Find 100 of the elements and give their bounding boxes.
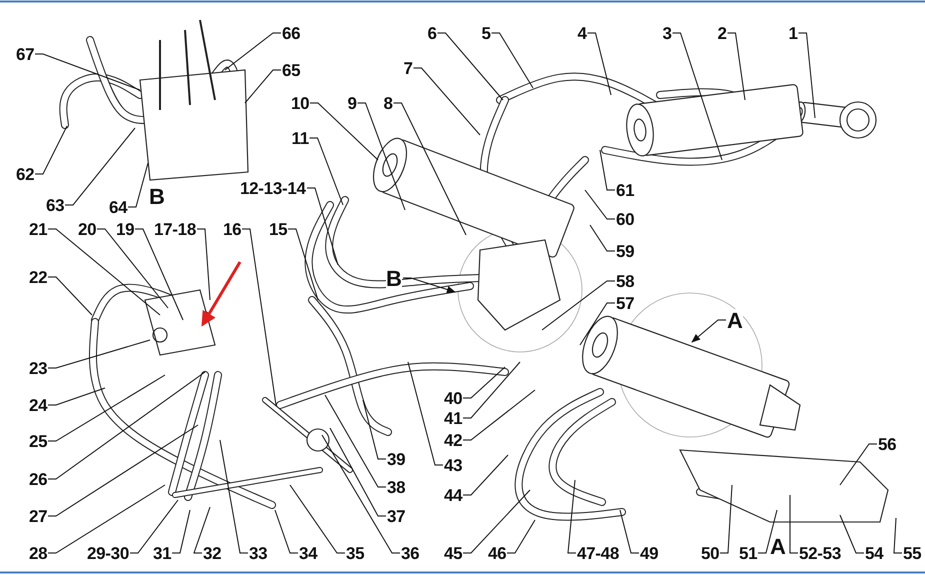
- leader-line: [758, 510, 778, 554]
- callout-number: 8: [384, 94, 393, 112]
- callout-number: 58: [616, 272, 634, 290]
- callout-number: 60: [616, 210, 634, 228]
- leader-line: [506, 520, 536, 554]
- leader-line: [96, 228, 168, 308]
- leader-line: [48, 340, 150, 368]
- leader-line: [798, 32, 816, 118]
- callout-number: 15: [269, 220, 288, 238]
- callout-number: 2: [718, 24, 727, 42]
- callout-number: 64: [109, 198, 128, 216]
- leader-line: [840, 514, 864, 554]
- leader-line: [244, 70, 282, 104]
- callout-number: 28: [29, 544, 48, 562]
- callout-number: 29-30: [87, 544, 129, 562]
- callout-number: 40: [444, 388, 462, 408]
- leader-line: [274, 510, 298, 554]
- leader-line: [462, 390, 536, 440]
- leader-line: [840, 444, 878, 486]
- leader-arrow: [691, 320, 726, 343]
- callout-number: 32: [203, 544, 222, 562]
- callout-number: 12-13-14: [240, 178, 306, 198]
- callout-number: 9: [348, 94, 357, 112]
- callout-number: 1: [788, 24, 798, 42]
- leader-line: [290, 484, 346, 554]
- callout-number: 25: [29, 432, 48, 450]
- callout-number: 16: [223, 220, 242, 238]
- leader-line: [437, 32, 504, 100]
- leader-line: [567, 480, 576, 554]
- leader-line: [130, 500, 178, 554]
- leader-line: [242, 228, 276, 406]
- leader-line: [306, 188, 338, 266]
- callout-number: 66: [282, 24, 300, 42]
- callout-number: 47-48: [577, 544, 619, 562]
- callout-number: 7: [404, 58, 413, 78]
- callout-number: 46: [488, 544, 506, 562]
- leader-line: [672, 32, 722, 160]
- callout-number: 27: [29, 506, 48, 526]
- callout-number: 56: [878, 434, 896, 454]
- leader-line: [462, 366, 506, 398]
- callout-number: 36: [401, 544, 420, 562]
- leader-line: [790, 494, 798, 554]
- callout-number: 21: [29, 220, 48, 238]
- callout-number: 4: [578, 24, 587, 42]
- callout-number: 31: [153, 544, 172, 562]
- leader-line: [587, 32, 612, 96]
- callout-number: 39: [387, 450, 406, 468]
- callout-number: 67: [16, 44, 34, 64]
- callout-number: 55: [903, 544, 922, 562]
- callout-number: 24: [29, 396, 48, 414]
- leader-line: [48, 388, 106, 406]
- callout-number: 63: [46, 196, 64, 214]
- leader-line: [462, 454, 508, 496]
- callout-number: 57: [616, 294, 634, 312]
- leader-line: [462, 362, 520, 418]
- view-label: A: [770, 534, 786, 558]
- callout-number: 11: [292, 128, 309, 148]
- leader-line: [48, 424, 198, 516]
- callout-number: 50: [701, 544, 720, 562]
- callout-number: 26: [29, 470, 48, 488]
- leader-line: [542, 280, 616, 330]
- leader-line: [48, 276, 92, 316]
- leader-line: [48, 372, 206, 480]
- leader-line: [134, 228, 184, 320]
- callout-number: 62: [16, 164, 34, 184]
- callout-number: 33: [249, 544, 268, 562]
- leader-line: [324, 394, 386, 488]
- callout-number: 38: [387, 478, 406, 496]
- leader-line: [620, 510, 640, 554]
- callout-number: 61: [616, 180, 634, 200]
- callout-number: 54: [865, 544, 884, 562]
- callout-number: 49: [640, 544, 658, 562]
- leader-line: [590, 224, 616, 252]
- leader-line: [362, 400, 386, 460]
- callout-number: 45: [444, 544, 462, 562]
- leader-line: [64, 128, 136, 206]
- leader-line: [309, 138, 344, 206]
- callout-number: 22: [29, 268, 48, 286]
- leader-line: [491, 32, 534, 88]
- callout-number: 65: [282, 60, 300, 80]
- leader-line: [600, 150, 616, 190]
- view-label: B: [149, 184, 165, 208]
- leader-line: [193, 506, 210, 554]
- callout-number: 52-53: [799, 544, 841, 562]
- leader-line: [172, 510, 190, 554]
- leader-line: [727, 32, 746, 100]
- leader-line: [720, 484, 732, 554]
- leader-line: [48, 228, 160, 316]
- leader-line: [310, 102, 378, 160]
- callout-number: 51: [739, 544, 758, 562]
- callout-number: 23: [29, 358, 48, 378]
- leader-line: [893, 518, 902, 554]
- callout-number: 6: [428, 24, 437, 42]
- leader-line: [48, 484, 166, 554]
- callout-number: 42: [444, 430, 462, 450]
- leader-line: [34, 54, 140, 90]
- leader-line: [196, 228, 210, 300]
- leader-arrow: [402, 278, 456, 293]
- leader-line: [584, 190, 616, 220]
- leader-line: [128, 162, 148, 208]
